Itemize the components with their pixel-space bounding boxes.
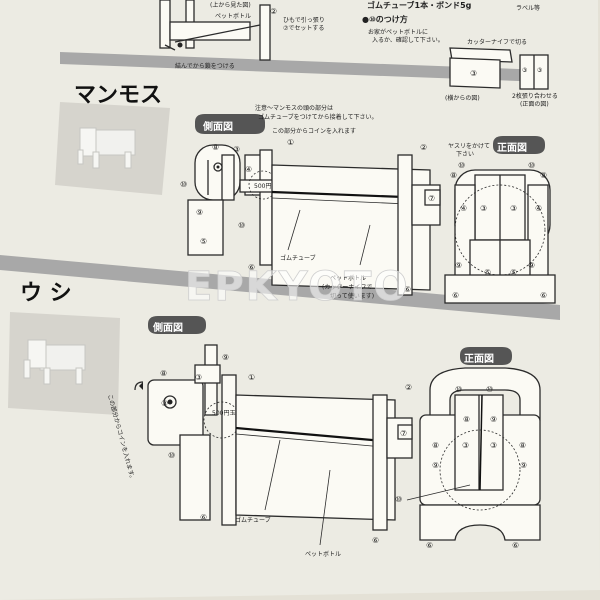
part-num: ③ bbox=[522, 67, 527, 74]
mammoth-front-badge-label: 正面図 bbox=[497, 142, 527, 154]
part-num: ⑤ bbox=[484, 268, 491, 277]
mammoth-bottle-3: 切って使います) bbox=[330, 292, 374, 300]
part-num: ① bbox=[248, 373, 255, 382]
part-num: ③ bbox=[490, 441, 497, 450]
part-num: ⑧ bbox=[432, 441, 439, 450]
cow-gum-label: ゴムチューブ bbox=[235, 516, 271, 524]
part-num: ⑩ bbox=[528, 161, 535, 170]
top-section: (上から見た図) ペットボトル ② ひもで引っ張り ⑦でセットする 結んでから鎖… bbox=[159, 0, 558, 108]
mammoth-front-badge bbox=[493, 136, 545, 154]
part-num: ⑥ bbox=[512, 541, 519, 550]
cow-coin-label: 500円玉 bbox=[212, 410, 235, 417]
part-num: ② bbox=[270, 7, 277, 16]
part-num: ③ bbox=[462, 441, 469, 450]
cow-front-badge bbox=[460, 347, 512, 365]
part-num: ⑩ bbox=[458, 161, 465, 170]
join-note-2: (正面の図) bbox=[520, 101, 549, 108]
part-num: ⑦ bbox=[400, 429, 407, 438]
mammoth-model bbox=[77, 127, 136, 169]
part-num: ⑨ bbox=[222, 353, 229, 362]
part-num: ④ bbox=[535, 204, 542, 213]
part-num: ⑩ bbox=[180, 180, 187, 189]
mammoth-side-badge bbox=[195, 114, 265, 134]
hook-note-1: ひもで引っ張り bbox=[283, 16, 325, 24]
mammoth-bottle-1: ペットボトル bbox=[330, 274, 366, 282]
top-view-note: (上から見た図) bbox=[210, 1, 251, 9]
part-num: ① bbox=[287, 138, 294, 147]
part-num: ⑧ bbox=[160, 369, 167, 378]
part-num: ⑨ bbox=[490, 415, 497, 424]
part-num: ⑩ bbox=[168, 451, 175, 460]
part-num: ② bbox=[420, 143, 427, 152]
hook-note-2: ⑦でセットする bbox=[283, 25, 324, 32]
part-num: ② bbox=[405, 383, 412, 392]
cow-title: ウ シ bbox=[20, 281, 72, 306]
mammoth-note-1: 注意～マンモスの頭の部分は bbox=[255, 104, 333, 112]
part-num: ⑥ bbox=[372, 536, 379, 545]
bottle-label-top: ペットボトル bbox=[215, 12, 251, 20]
join-note-1: 2枚張り合わせる bbox=[512, 92, 558, 100]
part-num: ⑥ bbox=[404, 285, 411, 294]
mammoth-bottle-2: (カッターナイフで bbox=[322, 283, 372, 291]
gum-line: ゴムチューブ1本・ボンド5g bbox=[367, 0, 472, 10]
cow-bottle-label: ペットボトル bbox=[305, 550, 341, 558]
watermark: EPKYOTO bbox=[185, 264, 409, 310]
part-num: ⑨ bbox=[432, 461, 439, 470]
tie-note: 結んでから鎖をつける bbox=[175, 62, 235, 70]
part-num: ⑥ bbox=[540, 291, 547, 300]
part-num: ③ bbox=[161, 399, 168, 408]
attach-note-2: 入るか、確認して下さい。 bbox=[372, 36, 444, 44]
part-num: ③ bbox=[195, 373, 202, 382]
part-num: ⑨ bbox=[196, 208, 203, 217]
cow-front-badge-label: 正面図 bbox=[464, 353, 494, 365]
file-note-1: ヤスリをかけて bbox=[448, 143, 490, 150]
mammoth-coin-label: 500円玉 bbox=[254, 183, 277, 190]
mammoth-note-2: ゴムチューブをつけてから接着して下さい。 bbox=[258, 113, 377, 121]
part-num: ⑤ bbox=[200, 237, 207, 246]
file-note-2: 下さい bbox=[456, 151, 474, 158]
part-num: ⑧ bbox=[463, 415, 470, 424]
cow-section: ウ シ 側面図 正面図 この部分からコインを入れます。 500円玉 bbox=[8, 281, 541, 558]
cutter-note: カッターナイフで切る bbox=[467, 38, 527, 46]
corner-label: ラベル等 bbox=[516, 4, 540, 12]
part-num: ⑨ bbox=[528, 261, 535, 270]
mammoth-side-badge-label: 側面図 bbox=[202, 120, 233, 133]
part-num: ③ bbox=[480, 204, 487, 213]
part-num: ⑥ bbox=[248, 263, 255, 272]
mammoth-gum-label: ゴムチューブ bbox=[280, 254, 316, 262]
part-num: ⑧ bbox=[519, 441, 526, 450]
attach-note-1: お家がペットボトルに bbox=[368, 28, 428, 36]
part-num: ⑩ bbox=[238, 221, 245, 230]
cow-side-badge-label: 側面図 bbox=[152, 321, 183, 334]
part-num: ⑥ bbox=[200, 513, 207, 522]
part-num: ③ bbox=[470, 69, 477, 78]
part-num: ⑤ bbox=[510, 268, 517, 277]
cow-side-badge bbox=[148, 316, 206, 334]
part-num: ⑩ bbox=[486, 385, 493, 394]
mammoth-coin-note: この部分からコインを入れます bbox=[272, 127, 356, 135]
part-num: ⑥ bbox=[452, 291, 459, 300]
part-num: ④ bbox=[245, 165, 252, 174]
side-caption: (横からの図) bbox=[445, 94, 480, 102]
divider-band-middle bbox=[0, 255, 560, 320]
part-num: ⑧ bbox=[212, 143, 219, 152]
cow-model bbox=[23, 339, 86, 385]
mammoth-section: マンモス 側面図 注意～マンモスの頭の部分は ゴムチューブをつけてから接着して下… bbox=[55, 83, 556, 304]
part-num: ④ bbox=[460, 204, 467, 213]
part-num: ⑦ bbox=[428, 194, 435, 203]
attach-title: ●⑩のつけ方 bbox=[362, 14, 408, 24]
part-num: ③ bbox=[537, 67, 542, 74]
divider-band-top bbox=[60, 52, 545, 82]
part-num: ⑩ bbox=[395, 495, 402, 504]
part-num: ⑥ bbox=[426, 541, 433, 550]
part-num: ⑧ bbox=[540, 171, 547, 180]
part-num: ⑨ bbox=[520, 461, 527, 470]
part-num: ③ bbox=[233, 145, 240, 154]
part-num: ③ bbox=[510, 204, 517, 213]
part-num: ⑩ bbox=[455, 385, 462, 394]
part-num: ⑧ bbox=[450, 171, 457, 180]
part-num: ⑨ bbox=[455, 261, 462, 270]
